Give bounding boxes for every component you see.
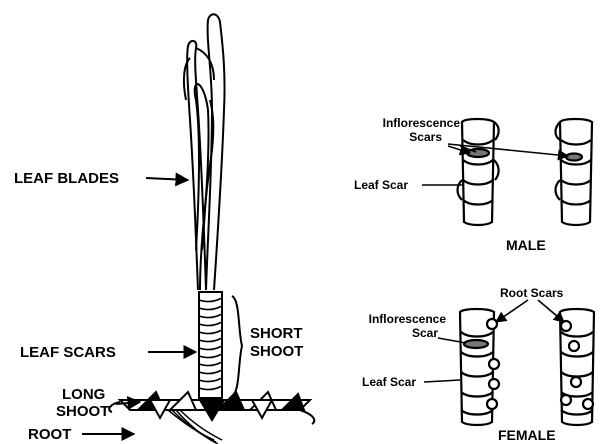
female-inflorescence-label-line1: Inflorescence — [330, 313, 446, 325]
short-shoot-label-line2: SHOOT — [250, 344, 303, 359]
female-stem-right — [560, 309, 594, 425]
female-leaf-scar-label: Leaf Scar — [362, 376, 416, 388]
plant-illustration — [109, 14, 314, 444]
leaf-blades-label: LEAF BLADES — [14, 171, 119, 186]
male-stem-right — [556, 119, 593, 225]
female-stem-left — [460, 309, 499, 425]
female-inflorescence-label-line2: Scar — [330, 327, 438, 339]
female-title: FEMALE — [498, 428, 556, 442]
long-shoot-label-line1: LONG — [62, 387, 105, 402]
male-inflorescence-label-line1: Inflorescence — [340, 117, 460, 129]
short-shoot-label-line1: SHORT — [250, 326, 303, 341]
long-shoot-label-line2: SHOOT — [56, 404, 109, 419]
leaf-scars-label: LEAF SCARS — [20, 345, 116, 360]
male-stem-left — [458, 119, 499, 225]
root-scars-label: Root Scars — [500, 287, 563, 299]
male-leaf-scar-label: Leaf Scar — [354, 179, 408, 191]
male-inflorescence-label-line2: Scars — [340, 131, 442, 143]
male-title: MALE — [506, 238, 546, 252]
short-shoot-brace — [232, 296, 242, 396]
short-shoot-drawing — [199, 292, 222, 398]
leaf-blades-drawing — [184, 14, 225, 290]
root-label: ROOT — [28, 427, 71, 442]
leaf-blades-arrow — [146, 178, 188, 180]
